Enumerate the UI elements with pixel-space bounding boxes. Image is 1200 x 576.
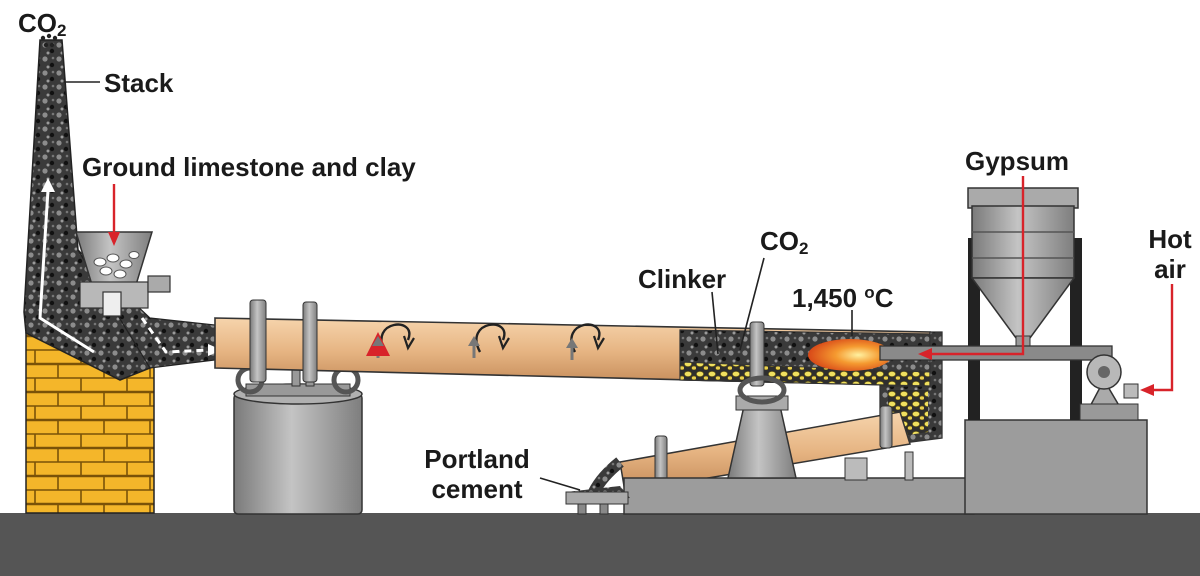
portland-cement-label: Portland cement xyxy=(424,444,530,504)
stack-label: Stack xyxy=(104,68,174,98)
flame xyxy=(808,339,892,371)
leader-lines xyxy=(64,81,853,491)
cement-output xyxy=(565,457,630,515)
hot-air-label: Hot air xyxy=(1148,224,1192,284)
flow-arrows xyxy=(108,176,1174,396)
rotary-kiln xyxy=(214,299,931,387)
gypsum-label: Gypsum xyxy=(965,146,1070,176)
gypsum-hopper xyxy=(967,187,1082,420)
feed-hopper xyxy=(74,231,171,317)
stack-co2-label: CO2 xyxy=(18,8,67,40)
ground xyxy=(0,513,1200,576)
feed-label: Ground limestone and clay xyxy=(82,152,416,182)
temperature-label: 1,450 oC xyxy=(792,283,894,313)
machinery-base xyxy=(623,419,1148,515)
clinker-label: Clinker xyxy=(638,264,727,294)
kiln-support-center xyxy=(727,375,797,479)
kiln-support-left xyxy=(233,365,363,515)
kiln-co2-label: CO2 xyxy=(760,226,809,258)
